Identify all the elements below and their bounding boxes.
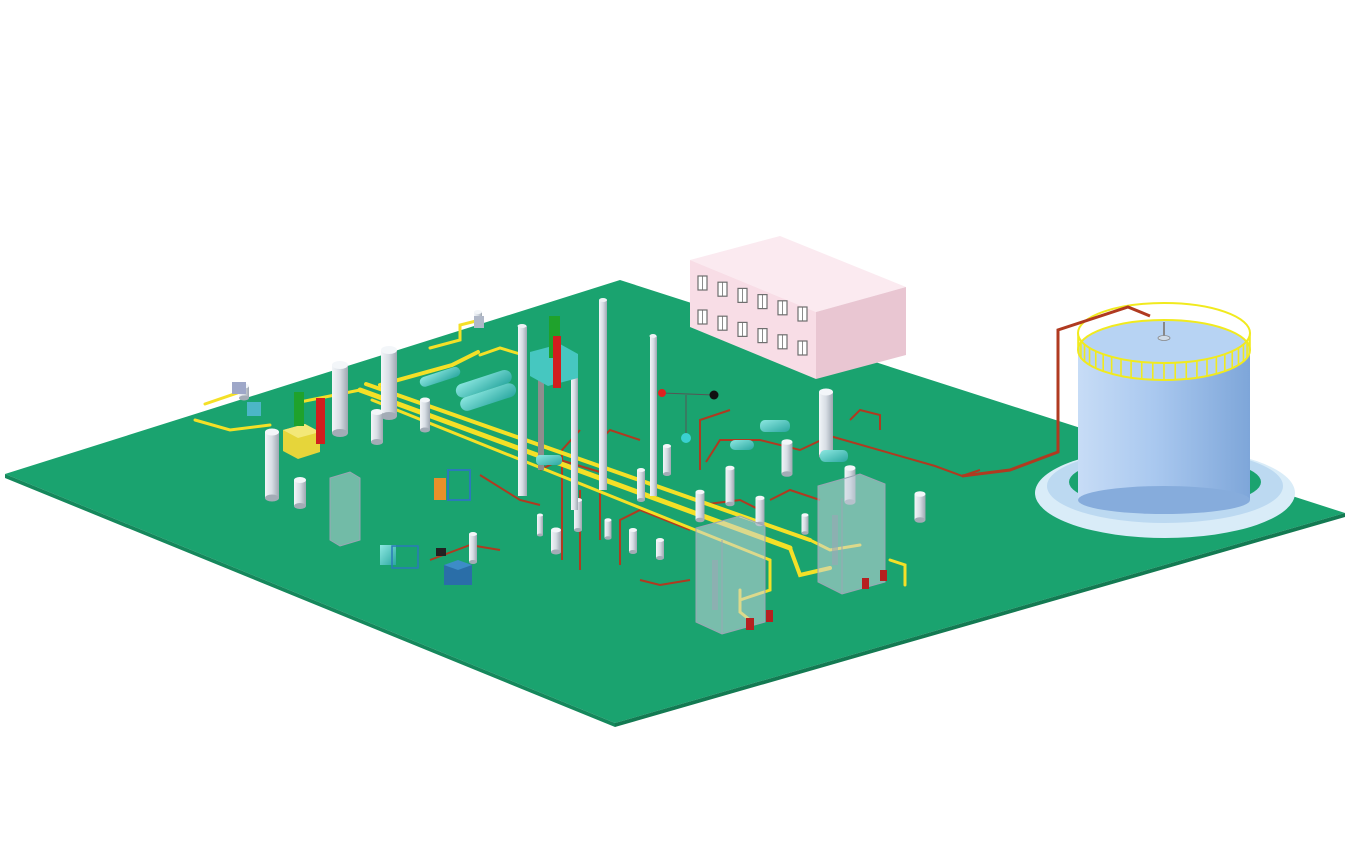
vessel — [725, 465, 735, 507]
cold-box-3 — [329, 471, 361, 547]
vessel — [755, 495, 765, 527]
pump-units — [391, 469, 472, 585]
heat-exchangers — [380, 366, 848, 565]
vessel — [332, 361, 348, 437]
vessel — [656, 538, 664, 560]
compressor-skid-left — [232, 382, 325, 459]
vessel — [604, 518, 612, 540]
vessel — [551, 527, 561, 555]
vessel — [265, 428, 279, 502]
compressor-skid-upper — [474, 316, 578, 388]
vessel — [629, 528, 637, 554]
vessel — [420, 397, 430, 433]
storage-tank — [1035, 302, 1295, 538]
office-building — [690, 236, 906, 379]
vent-stacks — [517, 298, 657, 510]
vessel — [294, 477, 306, 509]
building-windows — [697, 275, 808, 356]
cold-box-1 — [695, 515, 766, 635]
tank-inlet-pipe — [961, 305, 1151, 478]
vessel — [537, 513, 543, 537]
vessel — [469, 532, 477, 564]
vessel — [663, 444, 671, 476]
vessel — [801, 513, 809, 535]
vessel — [695, 489, 705, 523]
cold-box-2 — [817, 473, 886, 595]
vessel — [781, 439, 793, 477]
vessel — [914, 491, 926, 523]
instrument-points — [658, 389, 719, 443]
vessel — [637, 468, 645, 502]
vessel — [371, 409, 383, 445]
vessel — [819, 388, 833, 460]
valve-boxes — [746, 570, 887, 630]
tank-railing — [1077, 333, 1251, 380]
vessel — [381, 346, 397, 420]
